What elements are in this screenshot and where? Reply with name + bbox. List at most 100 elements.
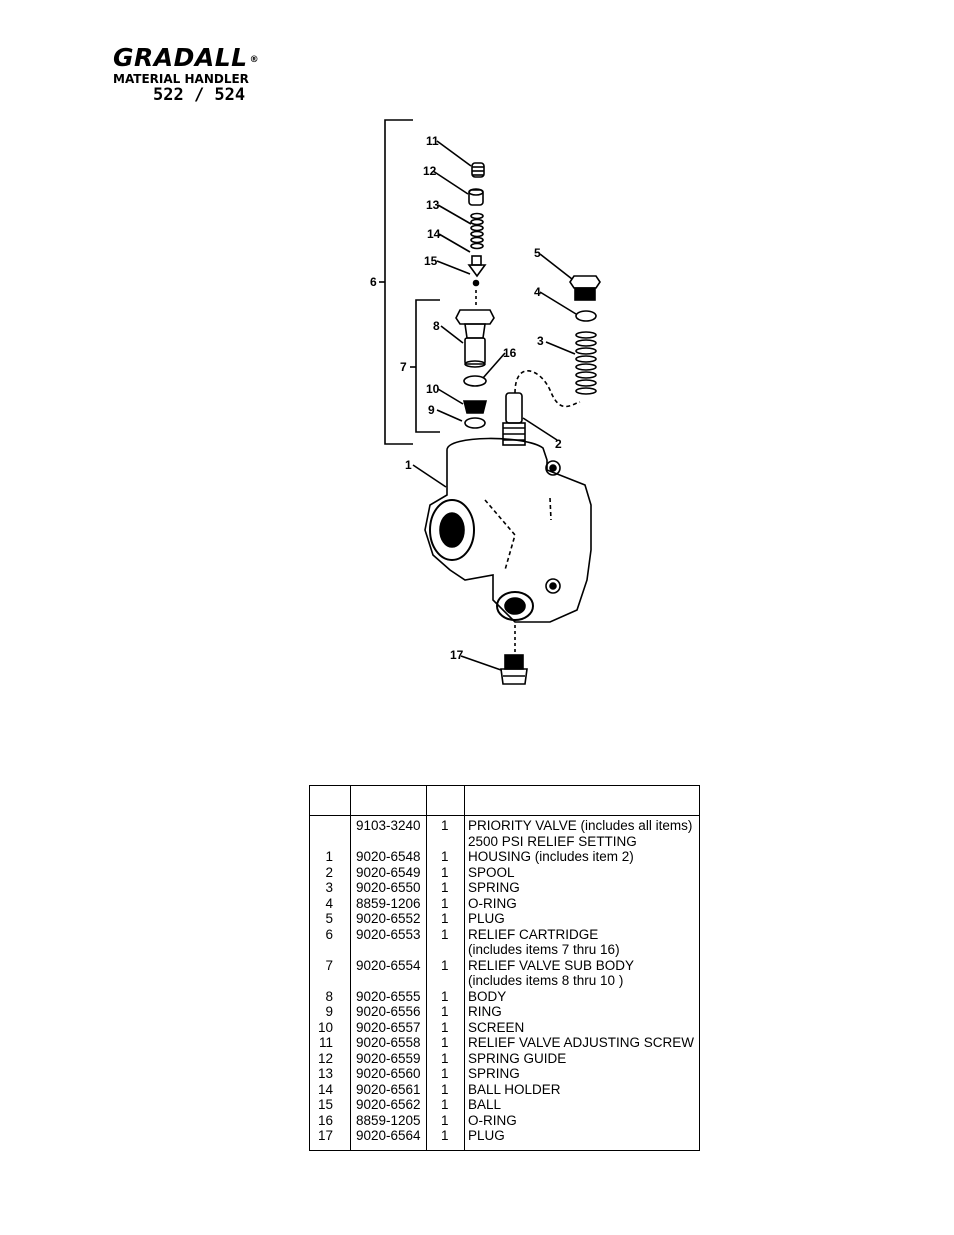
callout-6: 6 — [370, 275, 377, 289]
part-number-cell: 9020-6549 — [356, 864, 421, 880]
description-cell: RING — [468, 1004, 502, 1019]
logo-subtitle: MATERIAL HANDLER — [113, 72, 249, 86]
part-number-cell: 9020-6555 — [356, 988, 421, 1004]
item-number-cell: 16 — [317, 1112, 333, 1128]
logo-model: 522 / 524 — [153, 85, 246, 105]
column-divider — [426, 786, 427, 1150]
table-row: (includes items 7 thru 16) — [310, 942, 699, 958]
adjusting-screw-part — [471, 162, 485, 178]
item-number-cell: 11 — [318, 1035, 333, 1050]
item-number-cell: 17 — [317, 1128, 333, 1143]
spool-part — [502, 392, 526, 446]
part-number-cell: 9020-6559 — [356, 1050, 421, 1066]
description-cell: RELIEF VALVE SUB BODY — [468, 957, 635, 973]
description-cell: 2500 PSI RELIEF SETTING — [468, 833, 637, 849]
part-number-cell: 9020-6557 — [356, 1019, 421, 1035]
callout-14: 14 — [427, 227, 441, 241]
callout-1: 1 — [405, 458, 412, 472]
registered-mark: ® — [249, 55, 260, 65]
relief-body-part — [455, 309, 495, 368]
callout-16: 16 — [503, 346, 517, 360]
callout-15: 15 — [424, 254, 438, 268]
part-number-cell: 9020-6553 — [356, 926, 421, 942]
bracket-6 — [384, 119, 413, 445]
plug-17-part — [500, 654, 528, 685]
description-cell: RELIEF CARTRIDGE — [468, 926, 599, 942]
priority-valve-exploded-diagram: 11 12 13 14 15 6 8 7 16 10 9 5 4 3 2 1 1… — [370, 119, 601, 685]
table-row: 4 8859-1206 1 O-RING — [310, 896, 699, 912]
callout-5: 5 — [534, 246, 541, 260]
quantity-cell: 1 — [441, 1081, 449, 1097]
callout-7: 7 — [400, 360, 407, 374]
callout-3: 3 — [537, 334, 544, 348]
item-number-cell: 4 — [325, 895, 333, 911]
column-divider — [464, 786, 465, 1150]
quantity-cell: 1 — [441, 1035, 449, 1050]
ring-part — [464, 417, 486, 429]
table-row: 6 9020-6553 1 RELIEF CARTRIDGE — [310, 927, 699, 943]
item-number-cell: 6 — [325, 926, 333, 942]
callout-12: 12 — [423, 164, 437, 178]
description-cell: (includes items 8 thru 10 ) — [468, 973, 624, 988]
housing-part — [424, 437, 592, 623]
part-number-cell: 9020-6552 — [356, 911, 421, 926]
callout-9: 9 — [428, 403, 435, 417]
callout-4: 4 — [534, 285, 541, 299]
logo-brand-text: GRADALL — [113, 43, 248, 72]
part-number-cell: 9020-6550 — [356, 880, 421, 895]
item-number-cell: 15 — [317, 1097, 333, 1112]
description-cell: PLUG — [468, 911, 505, 926]
description-cell: SPRING — [468, 880, 520, 895]
bracket-7 — [415, 299, 440, 433]
gradall-logo: GRADALL® MATERIAL HANDLER 522 / 524 — [113, 44, 278, 105]
item-number-cell: 14 — [317, 1081, 333, 1097]
plug-5-part — [569, 275, 601, 301]
small-spring-part — [470, 212, 484, 250]
item-number-cell: 5 — [325, 911, 333, 926]
item-number-cell: 9 — [325, 1004, 333, 1019]
o-ring-4-part — [575, 310, 597, 322]
part-number-cell: 8859-1205 — [356, 1112, 421, 1128]
description-cell: SPRING GUIDE — [468, 1050, 567, 1066]
description-cell: PLUG — [468, 1128, 505, 1143]
quantity-cell: 1 — [441, 926, 449, 942]
table-header-divider — [310, 815, 699, 816]
quantity-cell: 1 — [441, 1019, 449, 1035]
part-number-cell: 9020-6558 — [356, 1035, 421, 1050]
quantity-cell: 1 — [441, 911, 449, 926]
part-number-cell: 8859-1206 — [356, 895, 421, 911]
description-cell: (includes items 7 thru 16) — [468, 942, 620, 957]
o-ring-16-part — [463, 375, 487, 387]
quantity-cell: 1 — [441, 1050, 449, 1066]
description-cell: BODY — [468, 988, 507, 1004]
part-number-cell: 9020-6562 — [356, 1097, 421, 1112]
quantity-cell: 1 — [441, 957, 449, 973]
callout-13: 13 — [426, 198, 440, 212]
quantity-cell: 1 — [441, 880, 449, 895]
quantity-cell: 1 — [441, 1112, 449, 1128]
description-cell: SPRING — [468, 1066, 520, 1081]
spring-guide-part — [468, 188, 484, 206]
quantity-cell: 1 — [441, 1128, 449, 1143]
part-number-cell: 9020-6548 — [356, 849, 421, 864]
description-cell: O-RING — [468, 895, 517, 911]
quantity-cell: 1 — [441, 1066, 449, 1081]
part-number-cell: 9020-6556 — [356, 1004, 421, 1019]
callout-10: 10 — [426, 382, 440, 396]
item-number-cell: 13 — [317, 1066, 333, 1081]
ball-part — [472, 279, 480, 287]
logo-brand: GRADALL® — [113, 44, 278, 72]
table-row: 2500 PSI RELIEF SETTING — [310, 834, 699, 850]
quantity-cell: 1 — [441, 895, 449, 911]
